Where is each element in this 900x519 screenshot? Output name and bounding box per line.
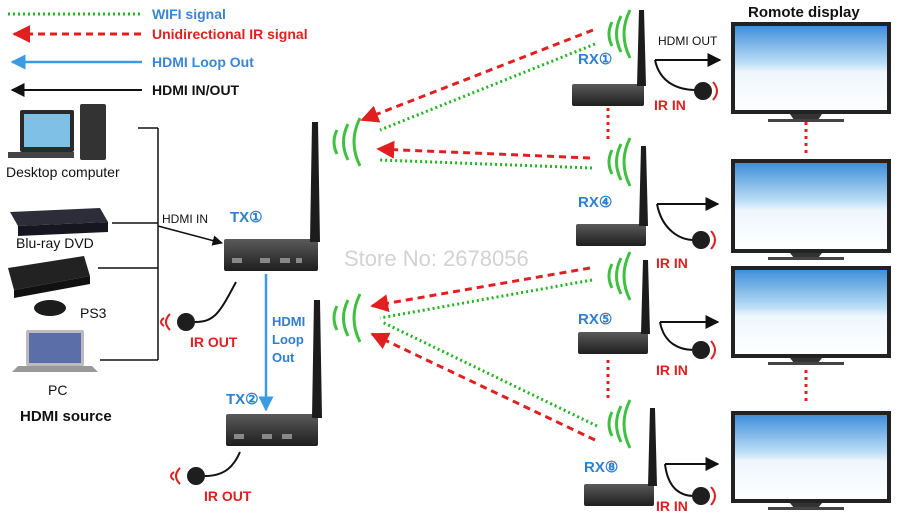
tx1-links xyxy=(360,28,596,170)
rx8-antenna-icon xyxy=(648,408,657,486)
rx5-ir-receiver-icon xyxy=(692,341,710,359)
legend xyxy=(8,12,142,97)
tx2-links xyxy=(370,266,598,442)
pc-laptop-icon xyxy=(12,330,98,372)
legend-loop-label: HDMI Loop Out xyxy=(152,54,254,70)
rx5-ir-in-label: IR IN xyxy=(656,362,688,378)
tx1-label: TX① xyxy=(230,209,263,226)
source-ps3-label: PS3 xyxy=(80,305,107,321)
tx2-device xyxy=(226,300,322,446)
rx5-antenna-icon xyxy=(641,260,650,334)
ps3-console-icon xyxy=(8,256,90,316)
rx8-wifi-arcs-icon xyxy=(607,399,632,449)
hdmi-in-label: HDMI IN xyxy=(162,212,208,226)
rx1-antenna-icon xyxy=(637,10,646,86)
legend-ir-label: Unidirectional IR signal xyxy=(152,26,308,42)
rx8-ir-in-label: IR IN xyxy=(656,498,688,514)
legend-inout-label: HDMI IN/OUT xyxy=(152,82,240,98)
source-bus xyxy=(98,127,224,361)
rx5-wifi-arcs-icon xyxy=(607,251,632,301)
source-bluray-label: Blu-ray DVD xyxy=(16,235,94,251)
store-watermark: Store No: 2678056 xyxy=(344,246,529,271)
rx4-ir-receiver-icon xyxy=(692,231,710,249)
tx1-ir-out-label: IR OUT xyxy=(190,334,238,350)
rx1-label: RX① xyxy=(578,51,613,68)
rx8-label: RX⑧ xyxy=(584,459,619,476)
desktop-computer-icon xyxy=(8,104,106,160)
continuation-dots xyxy=(606,108,808,404)
bluray-player-icon xyxy=(10,208,108,236)
tx2-ir-emitter-icon xyxy=(170,451,241,485)
loop-label-line1: HDMI xyxy=(272,314,306,329)
source-pc-label: PC xyxy=(48,382,68,398)
hdmi-out-label: HDMI OUT xyxy=(658,34,718,48)
rx4-ir-in-label: IR IN xyxy=(656,255,688,271)
rx4-antenna-icon xyxy=(639,146,648,226)
rx1-device xyxy=(572,10,722,106)
tx1-ir-emitter-icon xyxy=(160,281,237,331)
rx4-label: RX④ xyxy=(578,194,613,211)
rx1-wifi-arcs-icon xyxy=(607,9,632,59)
rx5-device xyxy=(578,260,720,360)
display-2 xyxy=(731,159,891,260)
loop-label-line2: Loop xyxy=(272,332,304,347)
tx2-ir-out-label: IR OUT xyxy=(204,488,252,504)
remote-display-title: Romote display xyxy=(748,4,860,21)
tx2-label: TX② xyxy=(226,391,259,408)
display-4 xyxy=(731,411,891,510)
display-1 xyxy=(731,22,891,122)
display-3 xyxy=(731,266,891,365)
tx1-antenna-icon xyxy=(310,122,320,242)
rx5-label: RX⑤ xyxy=(578,311,613,328)
rx1-ir-in-label: IR IN xyxy=(654,97,686,113)
rx1-ir-receiver-icon xyxy=(694,82,712,100)
tx2-antenna-icon xyxy=(312,300,322,418)
tx1-wifi-arcs-icon xyxy=(332,117,362,167)
rx8-ir-receiver-icon xyxy=(692,487,710,505)
tx2-wifi-arcs-icon xyxy=(332,293,362,343)
legend-wifi-label: WIFI signal xyxy=(152,6,226,22)
hdmi-source-title: HDMI source xyxy=(20,408,112,425)
source-desktop-label: Desktop computer xyxy=(6,164,120,180)
rx4-wifi-arcs-icon xyxy=(607,137,632,187)
loop-label-line3: Out xyxy=(272,350,295,365)
tx1-device xyxy=(224,122,320,271)
rx4-device xyxy=(576,146,720,250)
hdmi-in-arrow xyxy=(157,225,224,246)
rx8-device xyxy=(584,408,720,506)
